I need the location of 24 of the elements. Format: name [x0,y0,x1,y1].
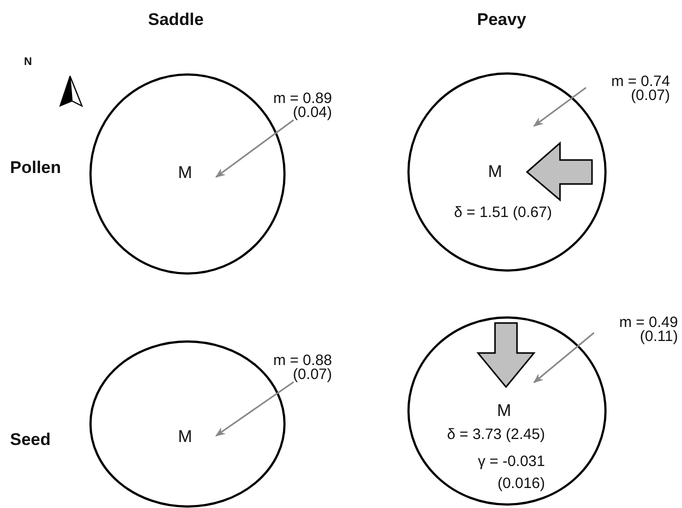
circle [407,316,607,506]
statistic-text: m = 0.88 (0.07) [268,354,332,382]
circle [89,340,286,508]
center-label: M [178,166,192,180]
arrow [215,381,294,436]
column-heading: Saddle [148,10,204,30]
statistic-text: m = 0.74 (0.07) [586,75,670,103]
circle [407,72,607,272]
column-heading: Peavy [477,10,526,30]
north-label: N [24,56,32,68]
arrow [533,86,586,127]
statistic-text: m = 0.49 (0.11) [594,316,678,344]
arrow [215,119,294,178]
circle [89,73,286,275]
statistic-text: γ = -0.031 (0.016) [476,452,545,494]
statistic-text: m = 0.89 (0.04) [268,92,332,120]
center-label: M [178,430,192,444]
row-heading: Pollen [10,158,62,178]
row-heading: Seed [10,430,51,450]
center-label: M [488,165,502,179]
statistic-text: δ = 1.51 (0.67) [454,206,552,220]
center-label: M [497,404,512,418]
arrow [533,332,594,384]
statistic-text: δ = 3.73 (2.45) [447,428,545,442]
